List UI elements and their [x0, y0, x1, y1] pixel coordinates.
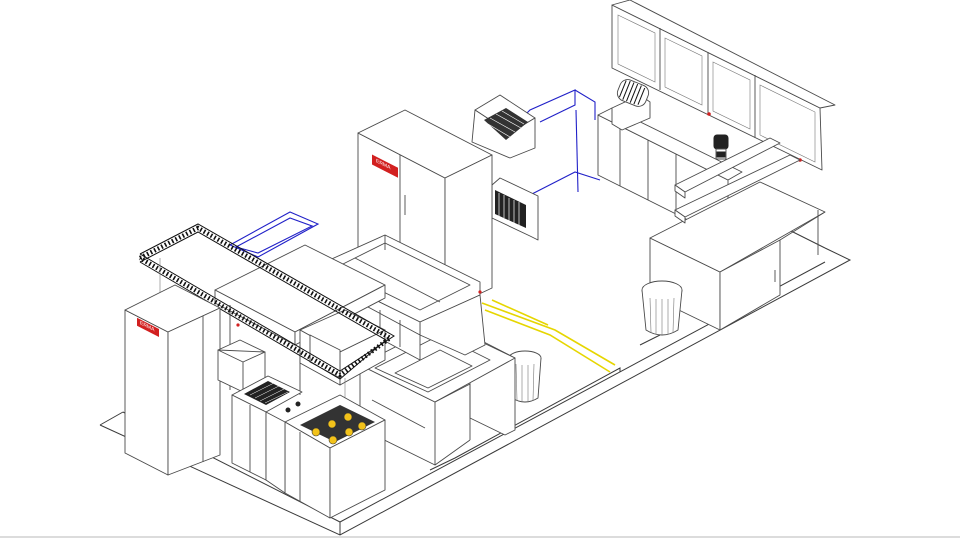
- trash-bin-center: [508, 350, 542, 403]
- air-filter-unit: [491, 177, 539, 241]
- trash-bin-right: [641, 280, 683, 336]
- gas-range-burners: [249, 394, 386, 519]
- burner-flames: [311, 412, 367, 445]
- coffee-grinder: [713, 134, 729, 160]
- floor-safety-markings: [481, 299, 616, 373]
- exhaust-hood: [471, 94, 536, 159]
- char-grill: [231, 375, 303, 481]
- wall-cabinets: [611, 0, 836, 171]
- service-counter-right: [649, 137, 826, 331]
- prep-counter-center: [359, 322, 516, 466]
- rotisserie-machine: [611, 79, 651, 131]
- salamander-grill: [217, 339, 266, 393]
- tall-fridge-left: ERMA: [124, 284, 240, 476]
